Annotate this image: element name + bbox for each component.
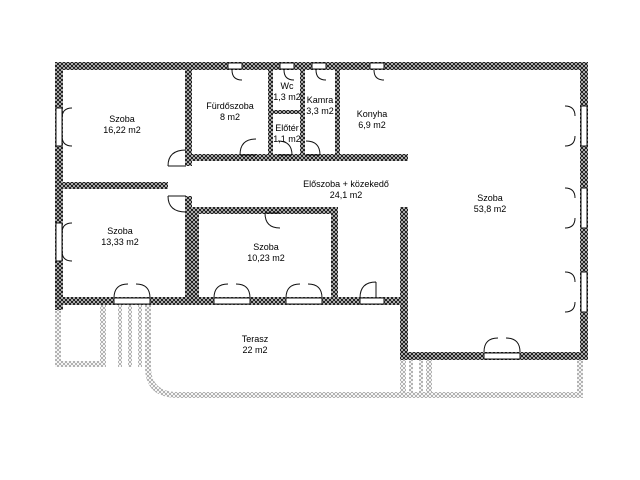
room-name-eloter: Előtér xyxy=(275,123,299,133)
room-area-szoba-e: 53,8 m2 xyxy=(474,204,507,214)
windows xyxy=(55,62,588,360)
room-area-eloter: 1,1 m2 xyxy=(273,134,301,144)
room-name-terasz: Terasz xyxy=(242,334,269,344)
room-area-kamra: 3,3 m2 xyxy=(306,106,334,116)
room-labels: Szoba 16,22 m2 Fürdőszoba 8 m2 Wc 1,3 m2… xyxy=(101,81,506,355)
room-name-eloszoba: Előszoba + közekedő xyxy=(303,179,389,189)
room-name-szoba-nw: Szoba xyxy=(109,114,135,124)
room-name-furdoszoba: Fürdőszoba xyxy=(206,101,254,111)
room-area-furdoszoba: 8 m2 xyxy=(220,112,240,122)
room-area-szoba-mid: 10,23 m2 xyxy=(247,253,285,263)
terrace-walls xyxy=(55,303,583,398)
room-area-wc: 1,3 m2 xyxy=(273,92,301,102)
room-name-wc: Wc xyxy=(281,81,294,91)
room-area-konyha: 6,9 m2 xyxy=(358,120,386,130)
room-area-terasz: 22 m2 xyxy=(242,345,267,355)
room-name-konyha: Konyha xyxy=(357,109,388,119)
doors xyxy=(61,69,576,353)
room-name-kamra: Kamra xyxy=(307,95,334,105)
room-name-szoba-mid: Szoba xyxy=(253,242,279,252)
room-area-szoba-w: 13,33 m2 xyxy=(101,237,139,247)
room-name-szoba-e: Szoba xyxy=(477,193,503,203)
room-area-eloszoba: 24,1 m2 xyxy=(330,190,363,200)
room-area-szoba-nw: 16,22 m2 xyxy=(103,125,141,135)
room-name-szoba-w: Szoba xyxy=(107,226,133,236)
